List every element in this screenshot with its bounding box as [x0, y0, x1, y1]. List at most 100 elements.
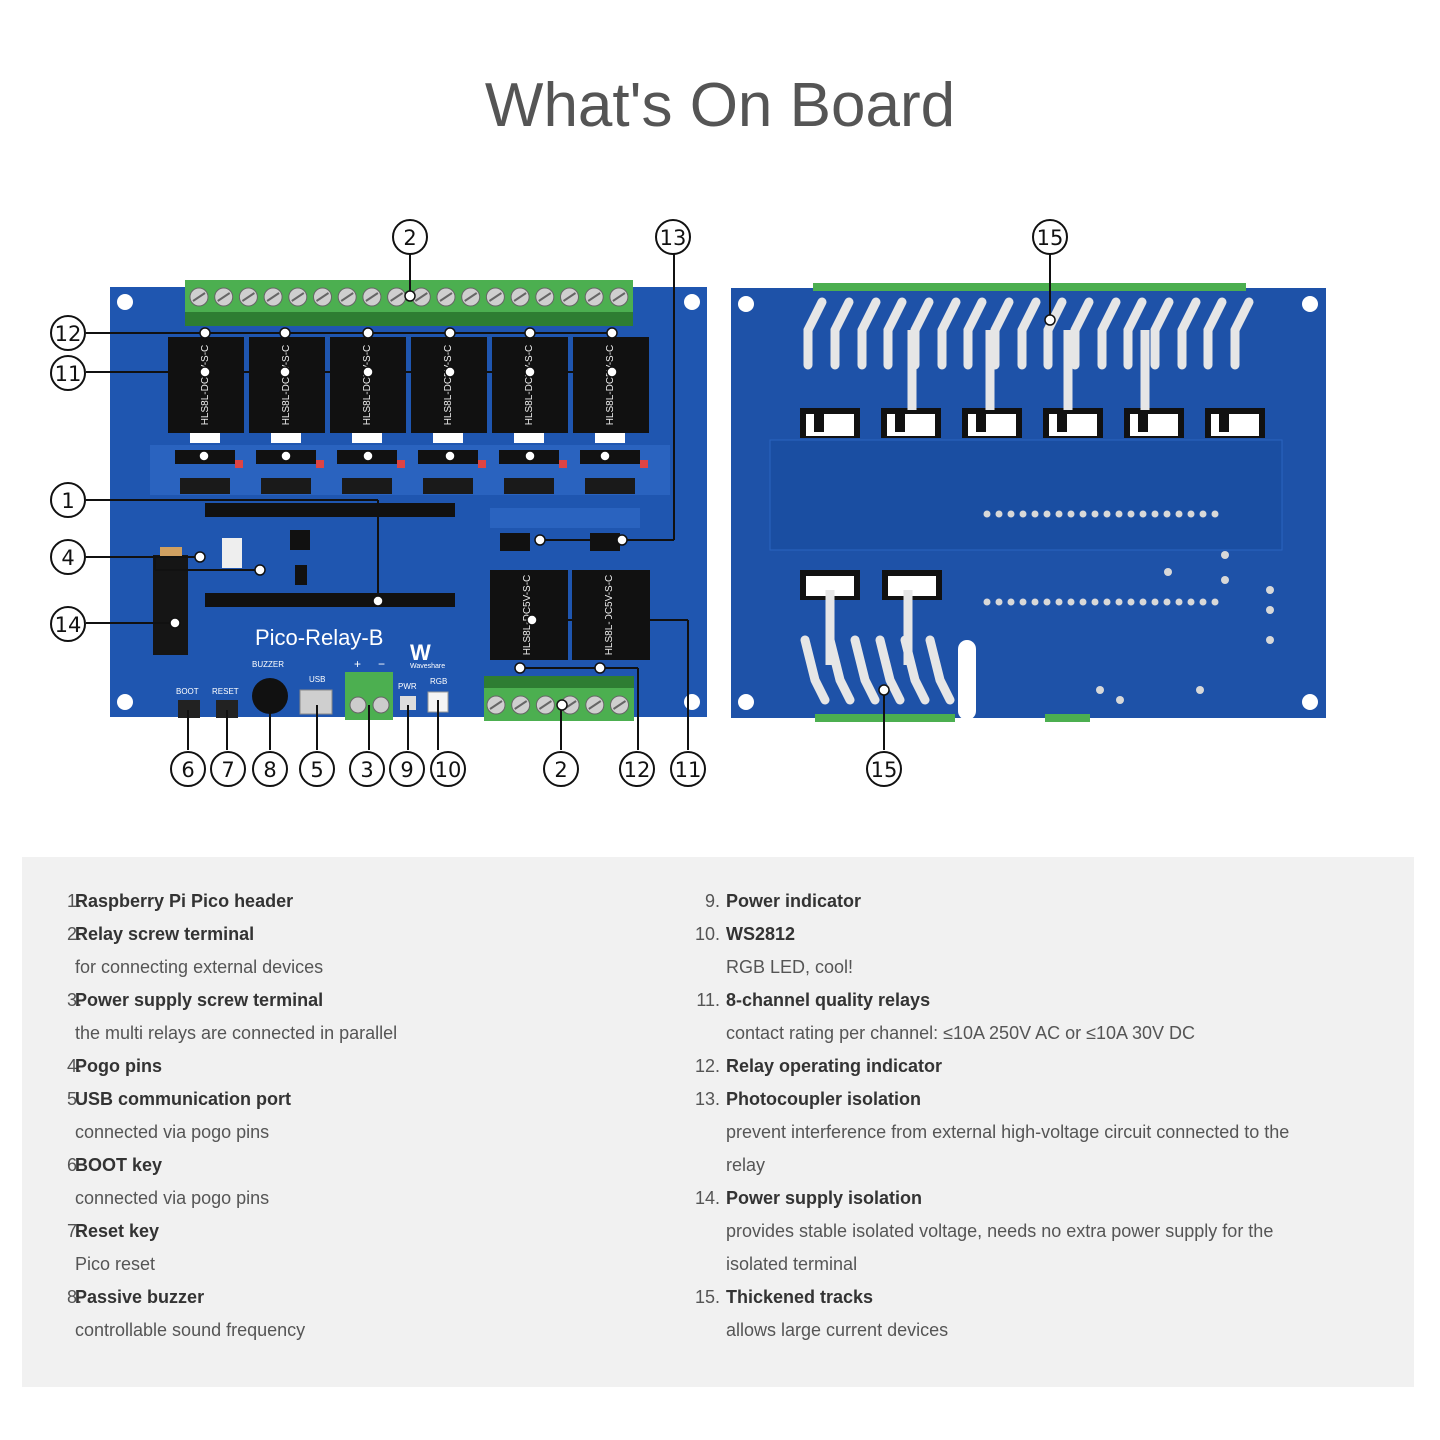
callout-number: 15	[871, 758, 898, 782]
silk-plus-label: +	[354, 657, 361, 671]
legend-item-number: 9.	[704, 891, 720, 911]
legend-item-title: Power indicator	[726, 891, 862, 911]
relay: HLS8L-DC5V-S-C	[168, 337, 244, 443]
legend-item-title: USB communication port	[75, 1089, 292, 1109]
silk-rgb-label: RGB	[430, 677, 447, 686]
legend-item-heading: 11. 8-channel quality relays	[650, 984, 1370, 1017]
callout-number: 6	[181, 758, 194, 782]
svg-text:HLS8L-DC5V-S-C: HLS8L-DC5V-S-C	[524, 345, 535, 426]
board-diagram: HLS8L-DC5V-S-C HLS8L-DC5V-S-C HLS8L-DC5V-S…	[50, 219, 1326, 787]
svg-text:HLS8L-DC5V-S-C: HLS8L-DC5V-S-C	[604, 575, 615, 656]
svg-text:HLS8L-DC5V-S-C: HLS8L-DC5V-S-C	[200, 345, 211, 426]
legend-item-title: Relay operating indicator	[726, 1056, 943, 1076]
waveshare-logo: Waveshare	[410, 663, 445, 670]
legend-item-title: Power supply screw terminal	[75, 990, 324, 1010]
callout-top-2: 13	[655, 219, 691, 255]
boot-button[interactable]	[178, 700, 200, 718]
passive-buzzer	[252, 678, 288, 714]
svg-text:HLS8L-DC5V-S-C: HLS8L-DC5V-S-C	[522, 575, 533, 656]
callout-number: 9	[400, 758, 413, 782]
legend-item: 3.Power supply screw terminal the multi r…	[22, 984, 662, 1050]
legend-item-heading: 3.Power supply screw terminal	[22, 984, 662, 1017]
legend-item-number: 14.	[694, 1188, 720, 1208]
legend-item-number: 10.	[694, 924, 720, 944]
callout-number: 15	[1037, 226, 1064, 250]
legend-item-heading: 6.BOOT key	[22, 1149, 662, 1182]
legend-item-title: BOOT key	[75, 1155, 163, 1175]
callout-number: 5	[310, 758, 323, 782]
legend-item: 9. Power indicator	[650, 885, 1370, 918]
callout-number: 12	[624, 758, 651, 782]
legend-item-number: 11.	[696, 990, 720, 1010]
legend-item-number: 12.	[694, 1056, 720, 1076]
callout-number: 11	[55, 362, 82, 386]
legend-item-number: 1.	[66, 891, 82, 911]
callout-number: 3	[360, 758, 373, 782]
legend-item-heading: 2.Relay screw terminal	[22, 918, 662, 951]
callout-bottom-6: 9	[389, 751, 425, 787]
legend-item-description: controllable sound frequency	[75, 1320, 306, 1340]
legend-item-title: Pogo pins	[75, 1056, 162, 1076]
relay-screw-terminal-bottom	[484, 676, 634, 721]
legend-item-heading: 4.Pogo pins	[22, 1050, 662, 1083]
callout-bottom-2: 7	[210, 751, 246, 787]
legend-item-title: Photocoupler isolation	[726, 1089, 922, 1109]
callout-number: 7	[221, 758, 234, 782]
reset-button[interactable]	[216, 700, 238, 718]
legend-item: 15.Thickened tracks allows large current …	[650, 1281, 1370, 1347]
legend-item-heading: 7.Reset key	[22, 1215, 662, 1248]
relay: HLS8L-DC5V-S-C	[411, 337, 487, 443]
legend-item-title: Passive buzzer	[75, 1287, 205, 1307]
callout-left-4: 4	[50, 539, 86, 575]
legend-item: 8.Passive buzzer controllable sound frequ…	[22, 1281, 662, 1347]
legend-item-heading: 5.USB communication port	[22, 1083, 662, 1116]
callout-number: 14	[55, 613, 82, 637]
legend-item-heading: 1.Raspberry Pi Pico header	[22, 885, 662, 918]
svg-text:HLS8L-DC5V-S-C: HLS8L-DC5V-S-C	[443, 345, 454, 426]
callout-number: 13	[660, 226, 687, 250]
legend-item-title: Reset key	[75, 1221, 160, 1241]
callout-bottom-4: 5	[299, 751, 335, 787]
legend-item-description: provides stable isolated voltage, needs …	[726, 1221, 1274, 1241]
callout-number: 2	[403, 226, 416, 250]
callout-left-5: 14	[50, 606, 86, 642]
legend-item-title: 8-channel quality relays	[726, 990, 931, 1010]
legend-item-heading: 12. Relay operating indicator	[650, 1050, 1370, 1083]
power-indicator-led	[400, 696, 416, 710]
legend-item-number: 4.	[66, 1056, 82, 1076]
callout-number: 2	[554, 758, 567, 782]
silk-pwr-label: PWR	[398, 682, 417, 691]
legend-item-title: Power supply isolation	[726, 1188, 923, 1208]
legend-item-heading: 15.Thickened tracks	[650, 1281, 1370, 1314]
legend-item-number: 8.	[66, 1287, 82, 1307]
legend-item-description: allows large current devices	[726, 1320, 949, 1340]
legend-item-description: the multi relays are connected in parall…	[75, 1023, 398, 1043]
silk-buzzer-label: BUZZER	[252, 660, 284, 669]
silk-minus-label: −	[378, 657, 385, 671]
legend-item-heading: 10.WS2812	[650, 918, 1370, 951]
svg-text:HLS8L-DC5V-S-C: HLS8L-DC5V-S-C	[605, 345, 616, 426]
waveshare-mark: W	[410, 640, 431, 665]
callout-top-3: 15	[1032, 219, 1068, 255]
legend-item: 4.Pogo pins	[22, 1050, 662, 1083]
legend-item-heading: 14. Power supply isolation	[650, 1182, 1370, 1215]
callout-bottom-5: 3	[349, 751, 385, 787]
legend-item-description: isolated terminal	[726, 1254, 858, 1274]
relay: HLS8L-DC5V-S-C	[492, 337, 568, 443]
legend-item-title: Thickened tracks	[726, 1287, 874, 1307]
relays-top-row: HLS8L-DC5V-S-C HLS8L-DC5V-S-C HLS8L-DC5V-S…	[168, 337, 649, 443]
callout-top-1: 2	[392, 219, 428, 255]
callout-left-2: 11	[50, 355, 86, 391]
back-board	[731, 283, 1326, 722]
callout-number: 11	[675, 758, 702, 782]
page-title: What's On Board	[484, 71, 956, 140]
svg-text:HLS8L-DC5V-S-C: HLS8L-DC5V-S-C	[281, 345, 292, 426]
legend-item: 12. Relay operating indicator	[650, 1050, 1370, 1083]
callout-bottom-11: 15	[866, 751, 902, 787]
